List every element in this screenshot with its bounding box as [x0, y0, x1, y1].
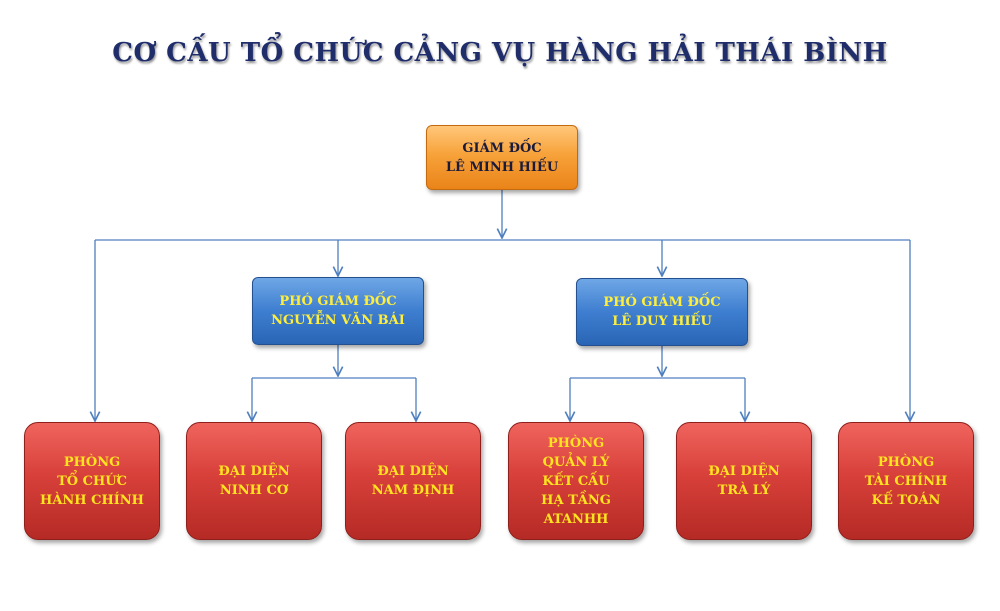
deputy-box-2: PHÓ GIÁM ĐỐC LÊ DUY HIẾU	[576, 278, 748, 346]
director-title: GIÁM ĐỐC	[462, 140, 542, 156]
dept-box-nam-dinh: ĐẠI DIỆN NAM ĐỊNH	[345, 422, 481, 540]
dept-box-tra-ly: ĐẠI DIỆN TRÀ LÝ	[676, 422, 812, 540]
dept-4-line-2: QUẢN LÝ	[542, 454, 610, 470]
dept-box-tai-chinh-ke-toan: PHÒNG TÀI CHÍNH KẾ TOÁN	[838, 422, 974, 540]
deputy-1-name: NGUYỄN VĂN BÁI	[271, 313, 405, 328]
dept-3-line-2: NAM ĐỊNH	[371, 483, 455, 498]
dept-box-to-chuc-hanh-chinh: PHÒNG TỔ CHỨC HÀNH CHÍNH	[24, 422, 160, 540]
director-name: LÊ MINH HIẾU	[445, 159, 559, 175]
dept-6-line-2: TÀI CHÍNH	[864, 473, 948, 489]
dept-2-line-1: ĐẠI DIỆN	[218, 464, 290, 479]
dept-1-line-2: TỔ CHỨC	[57, 473, 127, 489]
dept-1-line-3: HÀNH CHÍNH	[40, 492, 144, 508]
deputy-2-title: PHÓ GIÁM ĐỐC	[603, 295, 721, 310]
deputy-2-name: LÊ DUY HIẾU	[612, 314, 712, 329]
chart-title: CƠ CẤU TỔ CHỨC CẢNG VỤ HÀNG HẢI THÁI BÌN…	[112, 38, 888, 68]
dept-5-line-1: ĐẠI DIỆN	[708, 464, 780, 479]
deputy-1-title: PHÓ GIÁM ĐỐC	[279, 294, 397, 309]
dept-6-line-3: KẾ TOÁN	[871, 492, 941, 508]
director-box: GIÁM ĐỐC LÊ MINH HIẾU	[426, 125, 578, 190]
dept-6-line-1: PHÒNG	[877, 454, 935, 470]
dept-4-line-3: KẾT CẤU	[542, 473, 610, 489]
dept-2-line-2: NINH CƠ	[219, 483, 289, 498]
dept-5-line-2: TRÀ LÝ	[717, 483, 771, 498]
deputy-box-1: PHÓ GIÁM ĐỐC NGUYỄN VĂN BÁI	[252, 277, 424, 345]
dept-box-quan-ly-ket-cau: PHÒNG QUẢN LÝ KẾT CẤU HẠ TẦNG ATANHH	[508, 422, 644, 540]
dept-4-line-4: HẠ TẦNG	[541, 492, 611, 508]
dept-box-ninh-co: ĐẠI DIỆN NINH CƠ	[186, 422, 322, 540]
dept-3-line-1: ĐẠI DIỆN	[377, 464, 449, 479]
dept-4-line-5: ATANHH	[543, 511, 609, 527]
dept-1-line-1: PHÒNG	[63, 454, 121, 470]
dept-4-line-1: PHÒNG	[547, 435, 605, 451]
